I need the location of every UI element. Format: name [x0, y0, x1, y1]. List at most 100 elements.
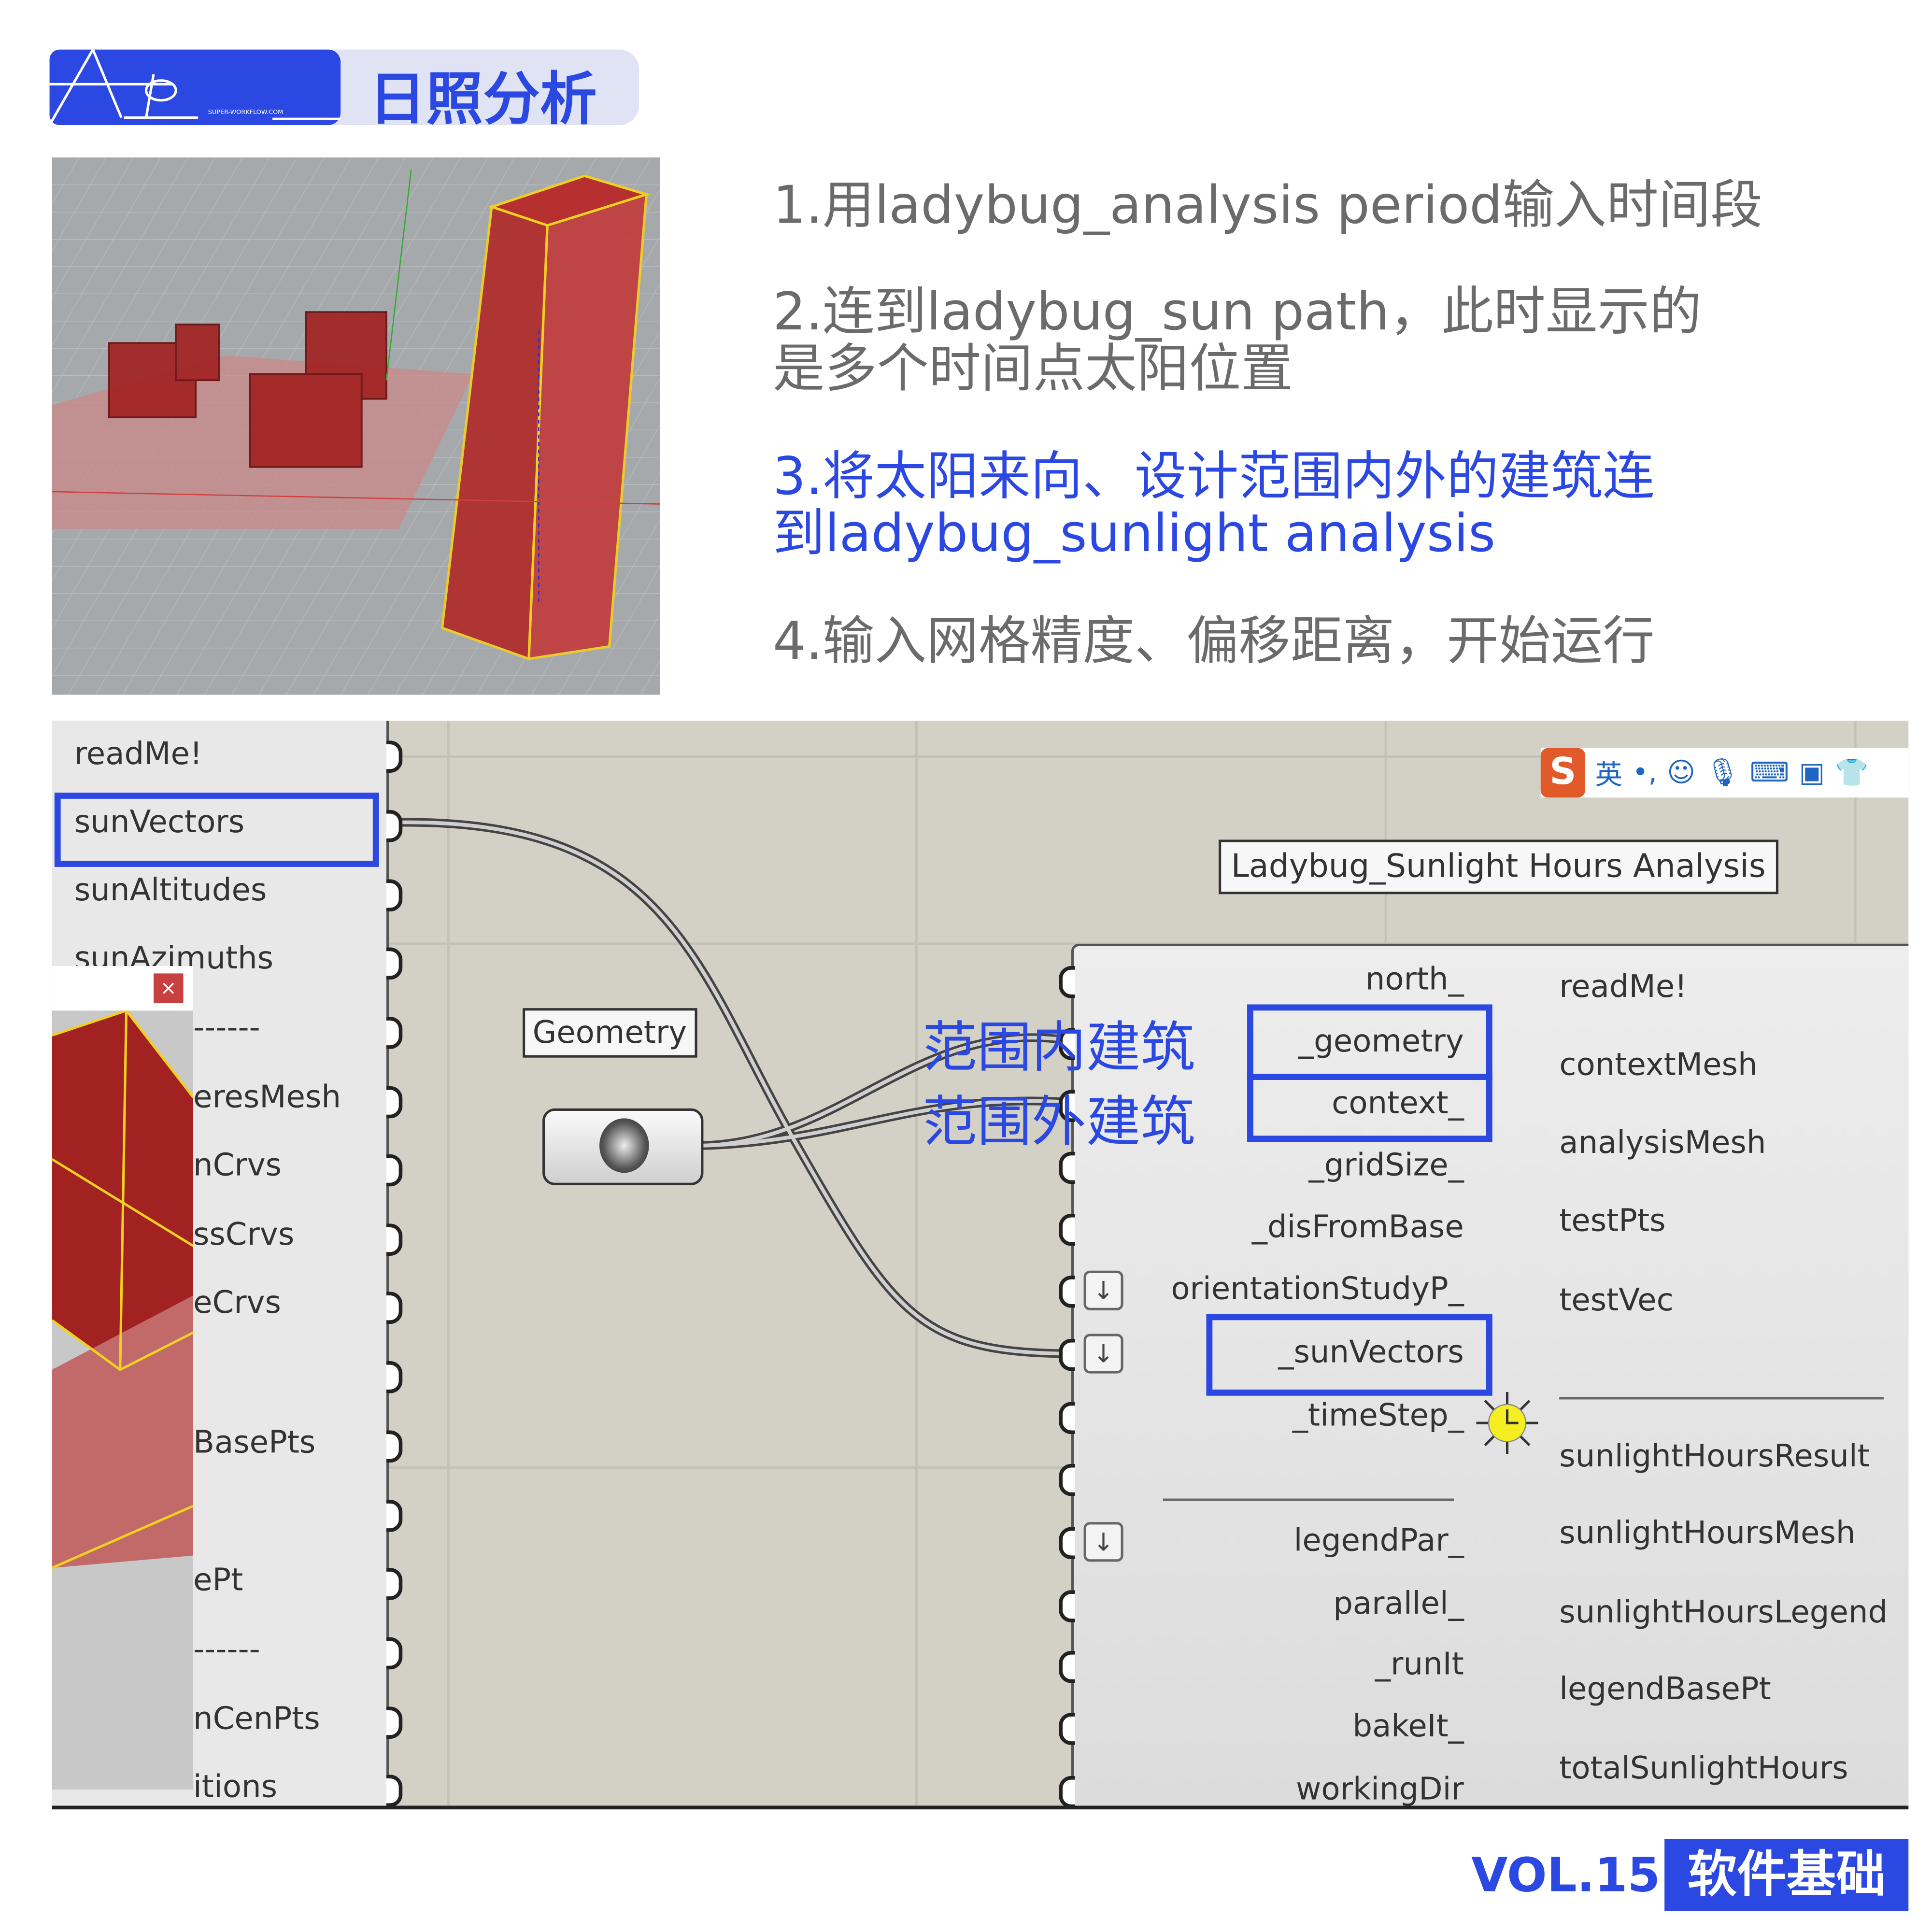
input-port[interactable]	[1059, 1527, 1075, 1560]
output-sunlighthoursmesh[interactable]: sunlightHoursMesh	[1559, 1514, 1856, 1551]
output-sunaltitudes[interactable]: sunAltitudes	[74, 872, 267, 908]
output-testpts[interactable]: testPts	[1559, 1202, 1666, 1239]
input-gridsize[interactable]: _gridSize_	[1308, 1147, 1464, 1183]
sogou-logo: S	[1540, 748, 1586, 798]
output-readme[interactable]: readMe!	[74, 736, 202, 772]
input-north[interactable]: north_	[1365, 961, 1464, 997]
output-analysismesh[interactable]: analysisMesh	[1559, 1124, 1766, 1161]
output-port[interactable]	[386, 1500, 403, 1532]
punctuation-icon[interactable]: •,	[1632, 757, 1657, 789]
geometry-tooltip: Geometry	[523, 1008, 697, 1058]
skin-icon[interactable]: 👕	[1834, 757, 1869, 789]
input-port[interactable]	[1059, 1650, 1075, 1683]
logo-mark-icon	[48, 49, 341, 126]
3d-buildings-illustration	[52, 157, 660, 695]
output-port[interactable]	[386, 1292, 403, 1324]
input-port[interactable]	[1059, 1276, 1075, 1308]
input-port[interactable]	[1059, 1776, 1075, 1806]
emoji-icon[interactable]: ☺	[1667, 757, 1696, 789]
input-parallel[interactable]: parallel_	[1333, 1585, 1464, 1621]
output-port[interactable]	[386, 1086, 403, 1119]
output-port[interactable]	[386, 947, 403, 980]
output-contextmesh[interactable]: contextMesh	[1559, 1046, 1758, 1083]
input-port[interactable]	[1059, 1028, 1075, 1060]
header-title-bg	[297, 49, 639, 125]
close-icon[interactable]: ×	[153, 973, 184, 1003]
input-port[interactable]	[1059, 1213, 1075, 1246]
ime-toolbar[interactable]: S 英 •, ☺ 🎙 ⌨ ▣ 👕	[1540, 748, 1909, 798]
step-4: 4.输入网格精度、偏移距离，开始运行	[772, 611, 1655, 671]
output-port[interactable]	[386, 1568, 403, 1600]
sun-clock-icon	[1476, 1392, 1538, 1454]
input-timestep[interactable]: _timeStep_	[1292, 1397, 1464, 1433]
window-titlebar: ×	[52, 966, 193, 1011]
ime-language-toggle[interactable]: 英	[1595, 760, 1623, 792]
output-port[interactable]	[386, 879, 403, 912]
output-port[interactable]	[386, 1223, 403, 1256]
input-runit[interactable]: _runIt	[1375, 1646, 1464, 1682]
input-port[interactable]	[1059, 1463, 1075, 1496]
output-separator: ------	[193, 1631, 260, 1667]
flatten-arrow-icon: ↓	[1083, 1522, 1123, 1562]
volume-number: VOL.15	[1471, 1847, 1661, 1903]
input-orientationstudyp[interactable]: orientationStudyP_	[1171, 1270, 1464, 1307]
building-closeup-illustration	[52, 1009, 193, 1569]
output-partial[interactable]: eCrvs	[193, 1284, 281, 1321]
output-port[interactable]	[386, 1361, 403, 1393]
input-geometry[interactable]: _geometry	[1298, 1023, 1464, 1059]
output-sunlighthoursresult[interactable]: sunlightHoursResult	[1559, 1437, 1870, 1474]
output-partial[interactable]: nCenPts	[193, 1700, 320, 1736]
output-partial[interactable]: itions	[193, 1768, 277, 1804]
output-port[interactable]	[386, 1017, 403, 1049]
output-port[interactable]	[386, 1430, 403, 1463]
logo	[48, 49, 341, 126]
output-port[interactable]	[386, 1775, 403, 1806]
input-disfrombase[interactable]: _disFromBase	[1251, 1208, 1464, 1245]
step-2: 2.连到ladybug_sun path，此时显示的 是多个时间点太阳位置	[772, 281, 1702, 399]
output-port[interactable]	[386, 740, 403, 773]
geometry-param-component[interactable]	[542, 1108, 704, 1185]
logo-url: SUPER-WORKFLOW.COM	[208, 109, 284, 117]
input-legendpar[interactable]: legendPar_	[1293, 1522, 1464, 1558]
output-partial[interactable]: BasePts	[193, 1424, 316, 1461]
input-port[interactable]	[1059, 1338, 1075, 1371]
output-port[interactable]	[386, 1706, 403, 1739]
output-readme[interactable]: readMe!	[1559, 968, 1688, 1005]
output-divider	[1559, 1397, 1884, 1400]
input-port[interactable]	[1059, 1151, 1075, 1184]
input-port[interactable]	[1059, 1090, 1075, 1122]
output-port[interactable]	[386, 810, 403, 842]
output-partial[interactable]: nCrvs	[193, 1147, 282, 1183]
input-port[interactable]	[1059, 1713, 1075, 1745]
input-port[interactable]	[1059, 966, 1075, 998]
output-totalsunlighthours[interactable]: totalSunlightHours	[1559, 1750, 1848, 1786]
step-3: 3.将太阳来向、设计范围内外的建筑连 到ladybug_sunlight ana…	[772, 446, 1655, 564]
microphone-icon[interactable]: 🎙	[1705, 757, 1740, 789]
output-port[interactable]	[386, 1637, 403, 1670]
flatten-arrow-icon: ↓	[1083, 1334, 1123, 1374]
output-partial[interactable]: ePt	[193, 1562, 243, 1598]
output-port[interactable]	[386, 1154, 403, 1187]
output-partial[interactable]: ssCrvs	[193, 1216, 295, 1252]
category-badge: 软件基础	[1664, 1839, 1909, 1911]
input-context[interactable]: context_	[1332, 1085, 1464, 1121]
keyboard-icon[interactable]: ⌨	[1749, 757, 1790, 789]
toolbox-icon[interactable]: ▣	[1799, 757, 1825, 789]
input-port[interactable]	[1059, 1590, 1075, 1622]
output-partial[interactable]: eresMesh	[193, 1079, 341, 1115]
geometry-hexagon-icon	[599, 1118, 649, 1173]
input-bakeit[interactable]: bakeIt_	[1352, 1707, 1464, 1744]
input-sunvectors[interactable]: _sunVectors	[1278, 1334, 1464, 1370]
grasshopper-canvas-screenshot: readMe! sunVectors sunAltitudes sunAzimu…	[52, 721, 1909, 1810]
output-sunvectors[interactable]: sunVectors	[74, 804, 245, 840]
output-sunlighthourslegend[interactable]: sunlightHoursLegend	[1559, 1593, 1888, 1630]
output-legendbasept[interactable]: legendBasePt	[1559, 1670, 1771, 1707]
highlight-sunvectors-output	[54, 793, 379, 867]
input-workingdir[interactable]: workingDir	[1295, 1771, 1464, 1807]
highlight-sunvectors-input	[1206, 1314, 1492, 1396]
input-port[interactable]	[1059, 1402, 1075, 1435]
output-testvec[interactable]: testVec	[1559, 1281, 1674, 1318]
input-divider	[1163, 1498, 1454, 1501]
annotation-inside-buildings: 范围内建筑	[923, 1017, 1195, 1080]
